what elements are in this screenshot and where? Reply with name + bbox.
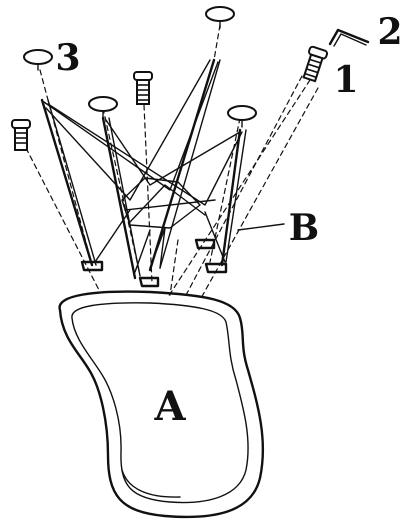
screw-right (302, 45, 329, 83)
screw-left (11, 119, 31, 151)
screws: 1 (11, 45, 359, 151)
washer-right (227, 105, 257, 128)
seat-inner-outline (71, 302, 249, 504)
frame-foot-right (204, 262, 228, 274)
frame-cross-wire-5 (121, 177, 201, 229)
seat-label: A (153, 383, 186, 430)
washer-part-label: 3 (55, 37, 80, 79)
guide-line-right-screw-1 (167, 79, 311, 298)
frame-leg-left (40, 98, 94, 267)
guide-line-left-washer (39, 69, 93, 266)
allen-key-part-label: 2 (377, 11, 402, 53)
allen-key-icon (328, 28, 370, 46)
guide-line-mid-screw (143, 104, 153, 284)
frame-foot-mid (138, 276, 160, 288)
washer-left (23, 49, 53, 71)
frame-cross-wire-4 (105, 119, 241, 186)
washers: 3 (23, 6, 257, 128)
frame-leg-mid-left (101, 116, 137, 280)
allen-key: 2 (328, 11, 403, 53)
frame-cross-wire-8 (94, 209, 131, 263)
guide-line-right-screw-3 (199, 87, 319, 301)
frame-foot-center (194, 238, 216, 250)
alignment-guides (25, 24, 319, 301)
frame-cross-wire-2 (47, 103, 243, 206)
frame-cross-wire-7 (129, 184, 206, 223)
frame-leg-top (148, 58, 216, 272)
frame-foot-left (80, 260, 104, 272)
frame-cross-wire-11 (134, 229, 151, 273)
seat-front-lip (121, 469, 181, 498)
frame-cross-wire-3 (45, 59, 211, 201)
frame-leg-left-inner (47, 99, 97, 266)
guide-line-left-screw (25, 147, 101, 293)
frame-cross-wire-6 (124, 199, 216, 211)
seat-shell: A (58, 290, 265, 519)
frame-leg-right (220, 128, 242, 267)
frame-cross-wire-1 (43, 61, 219, 191)
wire-base-frame: B (40, 58, 319, 288)
guide-line-center-1 (169, 239, 179, 296)
frame-leg-right-inner (225, 129, 247, 263)
frame-label: B (289, 207, 319, 249)
screw-mid (133, 71, 153, 105)
screw-part-label: 1 (333, 59, 358, 101)
frame-cross-wire-10 (149, 227, 166, 269)
seat-outer-outline (58, 290, 265, 519)
frame-cross-wire-9 (204, 211, 226, 263)
guide-line-top-center (213, 24, 221, 61)
frame-leg-top-inner (159, 59, 221, 269)
guide-line-right-screw-2 (184, 75, 303, 298)
washer-top-center (205, 6, 235, 29)
frame-label-leader (237, 223, 285, 231)
washer-mid-left (88, 96, 118, 118)
